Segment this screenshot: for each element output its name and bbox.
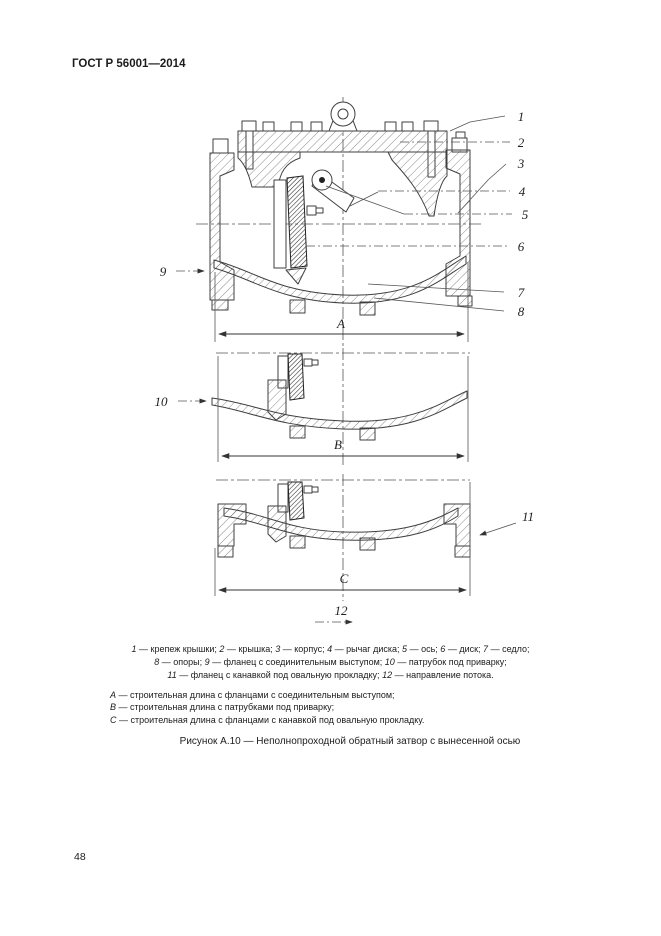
left-flange-tab-c (217, 545, 234, 558)
legend-item: 6 — диск; (440, 644, 481, 654)
legend-line-3: 11 — фланец с канавкой под овальную прок… (78, 669, 583, 682)
callout-label-10: 10 (155, 394, 169, 409)
dimension-label-a: A (336, 316, 345, 331)
callout-label-2: 2 (518, 135, 525, 150)
left-flange (209, 152, 235, 301)
legend-item: 3 — корпус; (275, 644, 325, 654)
valve-cross-section-a: 1 2 3 4 5 6 7 8 9 A (160, 97, 529, 346)
disc-bolt-end (315, 207, 324, 214)
page-number: 48 (74, 851, 86, 863)
callouts-a: 1 2 3 4 5 6 7 8 9 (160, 109, 529, 319)
left-flange-lug (212, 138, 229, 154)
right-flange-c (443, 503, 471, 547)
valve-disc (286, 175, 308, 269)
right-flange-tab (457, 295, 473, 307)
support-foot-right-b (359, 427, 376, 441)
right-flange-tab-c (454, 545, 471, 558)
disc-guide-plate (273, 179, 287, 269)
body-bottom-shell (213, 255, 467, 304)
dim-note-b: B — строительная длина с патрубками под … (110, 702, 335, 713)
legend-item: 11 — фланец с канавкой под овальную прок… (167, 670, 380, 680)
legend-item: 2 — крышка; (219, 644, 273, 654)
valve-disc-fragment-c (287, 481, 305, 521)
seat-wedge (285, 267, 307, 285)
disc-nut-c (303, 485, 313, 494)
valve-cover (237, 130, 448, 153)
callout-label-11: 11 (522, 509, 534, 524)
dimension-notes: A — строительная длина с фланцами с соед… (110, 689, 424, 726)
valve-half-section-b: 10 B (155, 348, 470, 466)
legend-line-1: 1 — крепеж крышки; 2 — крышка; 3 — корпу… (78, 643, 583, 656)
legend-item: 1 — крепеж крышки; (131, 644, 217, 654)
flow-direction-label-12: 12 (335, 603, 349, 618)
dimension-c: C (214, 482, 471, 596)
figure-legend: 1 — крепеж крышки; 2 — крышка; 3 — корпу… (78, 643, 583, 682)
left-flange-c (217, 503, 247, 547)
body-bottom-shell-b (211, 390, 468, 430)
document-header: ГОСТ Р 56001—2014 (72, 58, 186, 70)
callout-label-6: 6 (518, 239, 525, 254)
legend-item: 10 — патрубок под приварку; (384, 657, 507, 667)
support-foot-left-c (289, 535, 306, 549)
dimension-b: B (217, 356, 469, 462)
axis-pivot-center (319, 177, 325, 183)
support-foot-right-c (359, 537, 376, 551)
legend-item: 7 — седло; (483, 644, 530, 654)
callout-label-3: 3 (517, 156, 525, 171)
legend-line-2: 8 — опоры; 9 — фланец с соединительным в… (78, 656, 583, 669)
dimension-label-c: C (340, 571, 349, 586)
callout-label-5: 5 (522, 207, 529, 222)
support-foot-left-b (289, 425, 306, 439)
legend-item: 4 — рычаг диска; (327, 644, 400, 654)
support-foot-left (289, 299, 306, 314)
flow-direction: 12 (315, 603, 353, 625)
legend-item: 8 — опоры; (154, 657, 203, 667)
legend-item: 9 — фланец с соединительным выступом; (204, 657, 383, 667)
dim-note-a: A — строительная длина с фланцами с соед… (110, 690, 395, 700)
disc-bolt-end-b (311, 359, 319, 366)
valve-disc-fragment-b (287, 353, 305, 401)
legend-item: 12 — направление потока. (382, 670, 494, 680)
figure-caption: Рисунок А.10 — Неполнопроходной обратный… (179, 736, 521, 747)
support-foot-right (359, 301, 376, 316)
disc-nut (306, 205, 317, 216)
disc-nut-b (303, 358, 313, 367)
callout-label-7: 7 (518, 285, 525, 300)
body-bottom-shell-c (223, 507, 459, 541)
callout-label-1: 1 (518, 109, 525, 124)
lifting-eye-hole (337, 108, 349, 120)
left-flange-tab (211, 299, 229, 311)
callout-label-8: 8 (518, 304, 525, 319)
callout-label-9: 9 (160, 264, 167, 279)
dimension-a: A (214, 262, 469, 342)
callout-label-4: 4 (519, 184, 526, 199)
body-upper-wall-right (387, 151, 448, 217)
disc-bolt-end-c (311, 486, 319, 493)
dimension-label-b: B (334, 437, 342, 452)
dim-note-c: C — строительная длина с фланцами с кана… (110, 714, 425, 725)
legend-item: 5 — ось; (402, 644, 438, 654)
valve-half-section-c: 11 C 12 (214, 474, 534, 625)
